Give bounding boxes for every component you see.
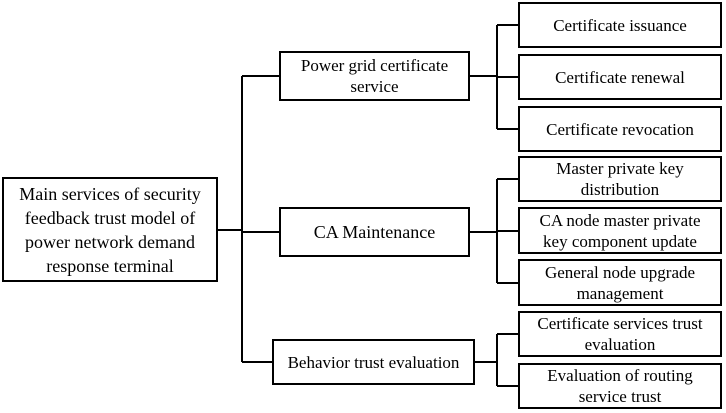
category-behavior-trust-evaluation: Behavior trust evaluation (272, 339, 475, 385)
leaf-evaluation-of-routing-service-trust: Evaluation of routing service trust (518, 363, 722, 409)
leaf-label: Certificate revocation (546, 119, 694, 139)
category-power-grid-certificate-service: Power grid certificate service (279, 51, 470, 101)
category-label: CA Maintenance (313, 221, 436, 242)
leaf-general-node-upgrade-management: General node upgrade management (518, 259, 722, 306)
leaf-certificate-revocation: Certificate revocation (518, 106, 722, 152)
leaf-label: Certificate services trust evaluation (537, 314, 703, 354)
leaf-label: Evaluation of routing service trust (547, 366, 693, 406)
category-label: Power grid certificate service (300, 56, 449, 96)
leaf-ca-node-master-private-key-component-update: CA node master private key component upd… (518, 207, 722, 254)
leaf-master-private-key-distribution: Master private key distribution (518, 156, 722, 202)
leaf-certificate-services-trust-evaluation: Certificate services trust evaluation (518, 311, 722, 357)
category-label: Behavior trust evaluation (287, 352, 460, 372)
leaf-label: Certificate issuance (553, 15, 687, 35)
category-ca-maintenance: CA Maintenance (279, 207, 470, 257)
leaf-certificate-renewal: Certificate renewal (518, 54, 722, 100)
leaf-label: Master private key distribution (556, 159, 684, 199)
root-label: Main services of security feedback trust… (19, 183, 201, 276)
root-node: Main services of security feedback trust… (2, 177, 218, 282)
leaf-label: CA node master private key component upd… (539, 210, 701, 251)
leaf-label: General node upgrade management (544, 262, 696, 303)
leaf-label: Certificate renewal (555, 67, 685, 87)
leaf-certificate-issuance: Certificate issuance (518, 2, 722, 48)
